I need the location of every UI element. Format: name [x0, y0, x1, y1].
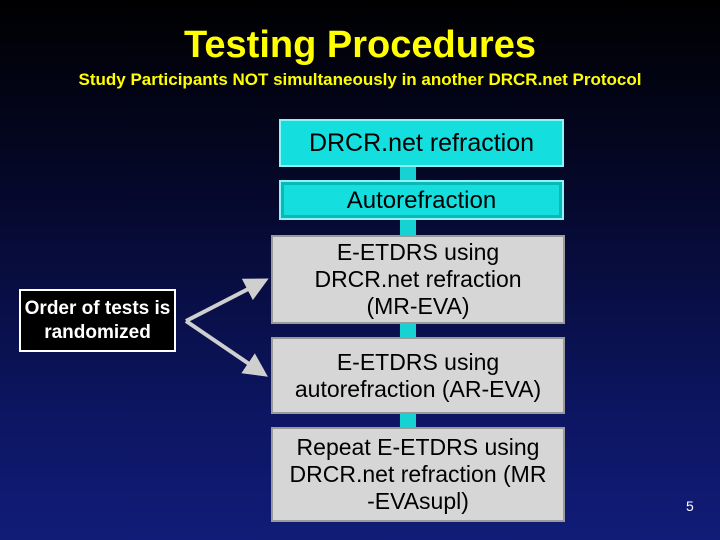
connector-1-2 — [400, 166, 416, 180]
flow-step-3-label: E-ETDRS using DRCR.net refraction (MR-EV… — [314, 239, 522, 319]
flow-step-5-label: Repeat E-ETDRS using DRCR.net refraction… — [289, 434, 547, 514]
randomization-note: Order of tests is randomized — [19, 289, 176, 352]
connector-2-3 — [400, 219, 416, 235]
slide-title: Testing Procedures — [184, 24, 536, 66]
flow-step-drcr-refraction: DRCR.net refraction — [279, 119, 564, 167]
flow-step-autorefraction: Autorefraction — [279, 180, 564, 220]
flow-step-2-label: Autorefraction — [346, 186, 497, 214]
slide-subtitle: Study Participants NOT simultaneously in… — [78, 70, 642, 89]
arrow-to-mr-eva — [185, 278, 269, 323]
flow-step-ar-eva: E-ETDRS using autorefraction (AR-EVA) — [271, 337, 565, 414]
connector-4-5 — [400, 413, 416, 427]
flow-step-4-label: E-ETDRS using autorefraction (AR-EVA) — [294, 348, 542, 402]
flow-step-1-label: DRCR.net refraction — [308, 128, 535, 157]
flow-step-repeat-mr-eva: Repeat E-ETDRS using DRCR.net refraction… — [271, 427, 565, 522]
connector-3-4 — [400, 323, 416, 337]
page-number: 5 — [686, 498, 694, 514]
arrow-to-ar-eva — [184, 319, 268, 377]
flow-step-mr-eva: E-ETDRS using DRCR.net refraction (MR-EV… — [271, 235, 565, 324]
randomization-note-label: Order of tests is randomized — [24, 297, 171, 343]
